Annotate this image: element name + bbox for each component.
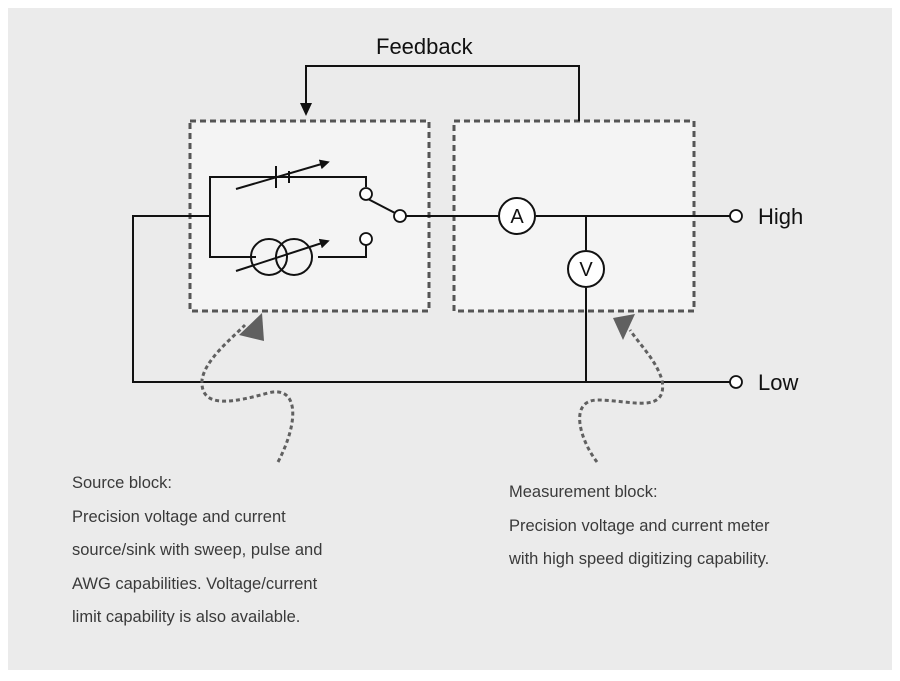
source-block-note: Source block: Precision voltage and curr… (72, 475, 322, 626)
feedback-label: Feedback (376, 34, 474, 59)
source-note-line: source/sink with sweep, pulse and (72, 541, 323, 559)
circuit-wiring (132, 65, 730, 383)
ammeter-icon (498, 197, 536, 235)
source-note-line: AWG capabilities. Voltage/current (72, 574, 318, 593)
low-terminal (729, 375, 743, 389)
switch-common-terminal (393, 209, 407, 223)
source-callout-arrowhead-icon (239, 313, 264, 341)
source-block (188, 119, 431, 313)
measurement-note-line: Precision voltage and current meter (509, 516, 770, 535)
switch-contact-upper (359, 187, 373, 201)
feedback-arrow-icon (300, 103, 312, 116)
measurement-note-line: with high speed digitizing capability. (509, 550, 770, 568)
ammeter-label: A (510, 206, 524, 228)
measurement-callout-arrowhead-icon (613, 314, 635, 340)
source-note-title: Source block: (72, 474, 172, 492)
variable-current-arrow (235, 238, 330, 272)
measurement-block-note: Measurement block: Precision voltage and… (509, 484, 769, 568)
high-terminal (729, 209, 743, 223)
source-note-line: limit capability is also available. (72, 608, 301, 626)
measurement-note-title: Measurement block: (509, 483, 658, 501)
variable-voltage-arrow (235, 159, 330, 190)
source-note-line: Precision voltage and current (72, 507, 286, 526)
measurement-callout-line (578, 329, 665, 463)
voltmeter-label: V (579, 259, 593, 281)
diagram-panel (8, 8, 892, 670)
switch-contact-lower (359, 232, 373, 246)
high-label: High (758, 204, 803, 229)
low-label: Low (758, 370, 798, 395)
source-callout-line (200, 323, 295, 463)
voltmeter-icon (567, 250, 605, 288)
